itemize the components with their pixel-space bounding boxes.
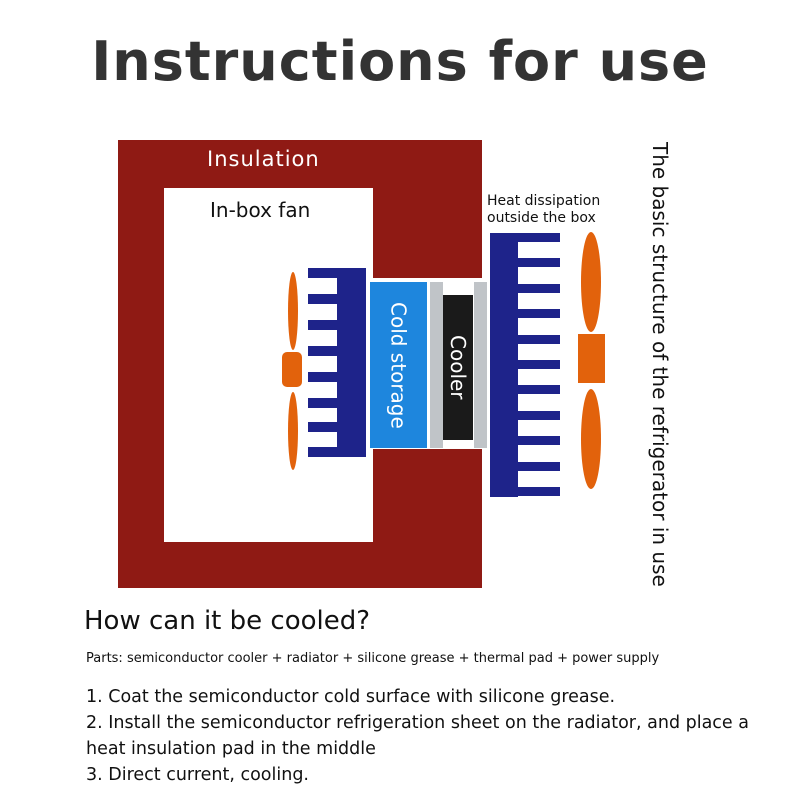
heatsink-base (490, 233, 518, 497)
heatsink-base (337, 268, 366, 457)
heatsink-fin (308, 447, 338, 457)
cooler-label: Cooler (446, 335, 470, 400)
heatsink-fin (308, 422, 338, 432)
step-item: 3. Direct current, cooling. (86, 765, 309, 785)
cooler-block: Cooler (443, 295, 473, 440)
outer-fan-blade-icon (581, 232, 601, 332)
heatsink-fin (308, 346, 338, 356)
heat-dissipation-line-2: outside the box (487, 210, 596, 226)
inner-fan-blade-icon (288, 272, 298, 350)
heatsink-fin (308, 268, 338, 278)
cold-storage-block: Cold storage (370, 282, 427, 448)
step-item: 2. Install the semiconductor refrigerati… (86, 713, 749, 759)
insulation-label: Insulation (207, 147, 320, 171)
heatsink-fin (517, 233, 560, 242)
heat-dissipation-label: Heat dissipation outside the box (487, 193, 600, 227)
heatsink-fin (517, 283, 560, 293)
question-heading: How can it be cooled? (84, 606, 371, 636)
heatsink-fin (517, 410, 560, 420)
heatsink-fin (517, 487, 560, 496)
parts-list: Parts: semiconductor cooler + radiator +… (86, 651, 660, 666)
outer-fan-blade-icon (581, 389, 601, 489)
steps-list: 1. Coat the semiconductor cold surface w… (86, 684, 766, 788)
heatsink-fin (517, 461, 560, 471)
side-caption: The basic structure of the refrigerator … (648, 142, 672, 587)
heatsink-fin (517, 334, 560, 344)
thermal-pad (430, 282, 443, 448)
in-box-fan-label: In-box fan (210, 198, 311, 222)
outer-fan-hub-icon (578, 334, 605, 383)
thermal-pad (474, 282, 487, 448)
heatsink-fin (517, 309, 560, 319)
step-item: 1. Coat the semiconductor cold surface w… (86, 687, 616, 707)
heatsink-fin (308, 398, 338, 408)
heat-dissipation-line-1: Heat dissipation (487, 193, 601, 209)
heatsink-fin (517, 385, 560, 395)
heatsink-fin (308, 372, 338, 382)
page-title: Instructions for use (91, 30, 709, 93)
inner-fan-hub-icon (282, 352, 302, 387)
inner-fan-blade-icon (288, 392, 298, 470)
heatsink-fin (517, 360, 560, 369)
heatsink-fin (517, 258, 560, 268)
heatsink-fin (517, 436, 560, 446)
heatsink-fin (308, 294, 338, 304)
heatsink-fin (308, 320, 338, 330)
cold-storage-label: Cold storage (386, 301, 411, 429)
